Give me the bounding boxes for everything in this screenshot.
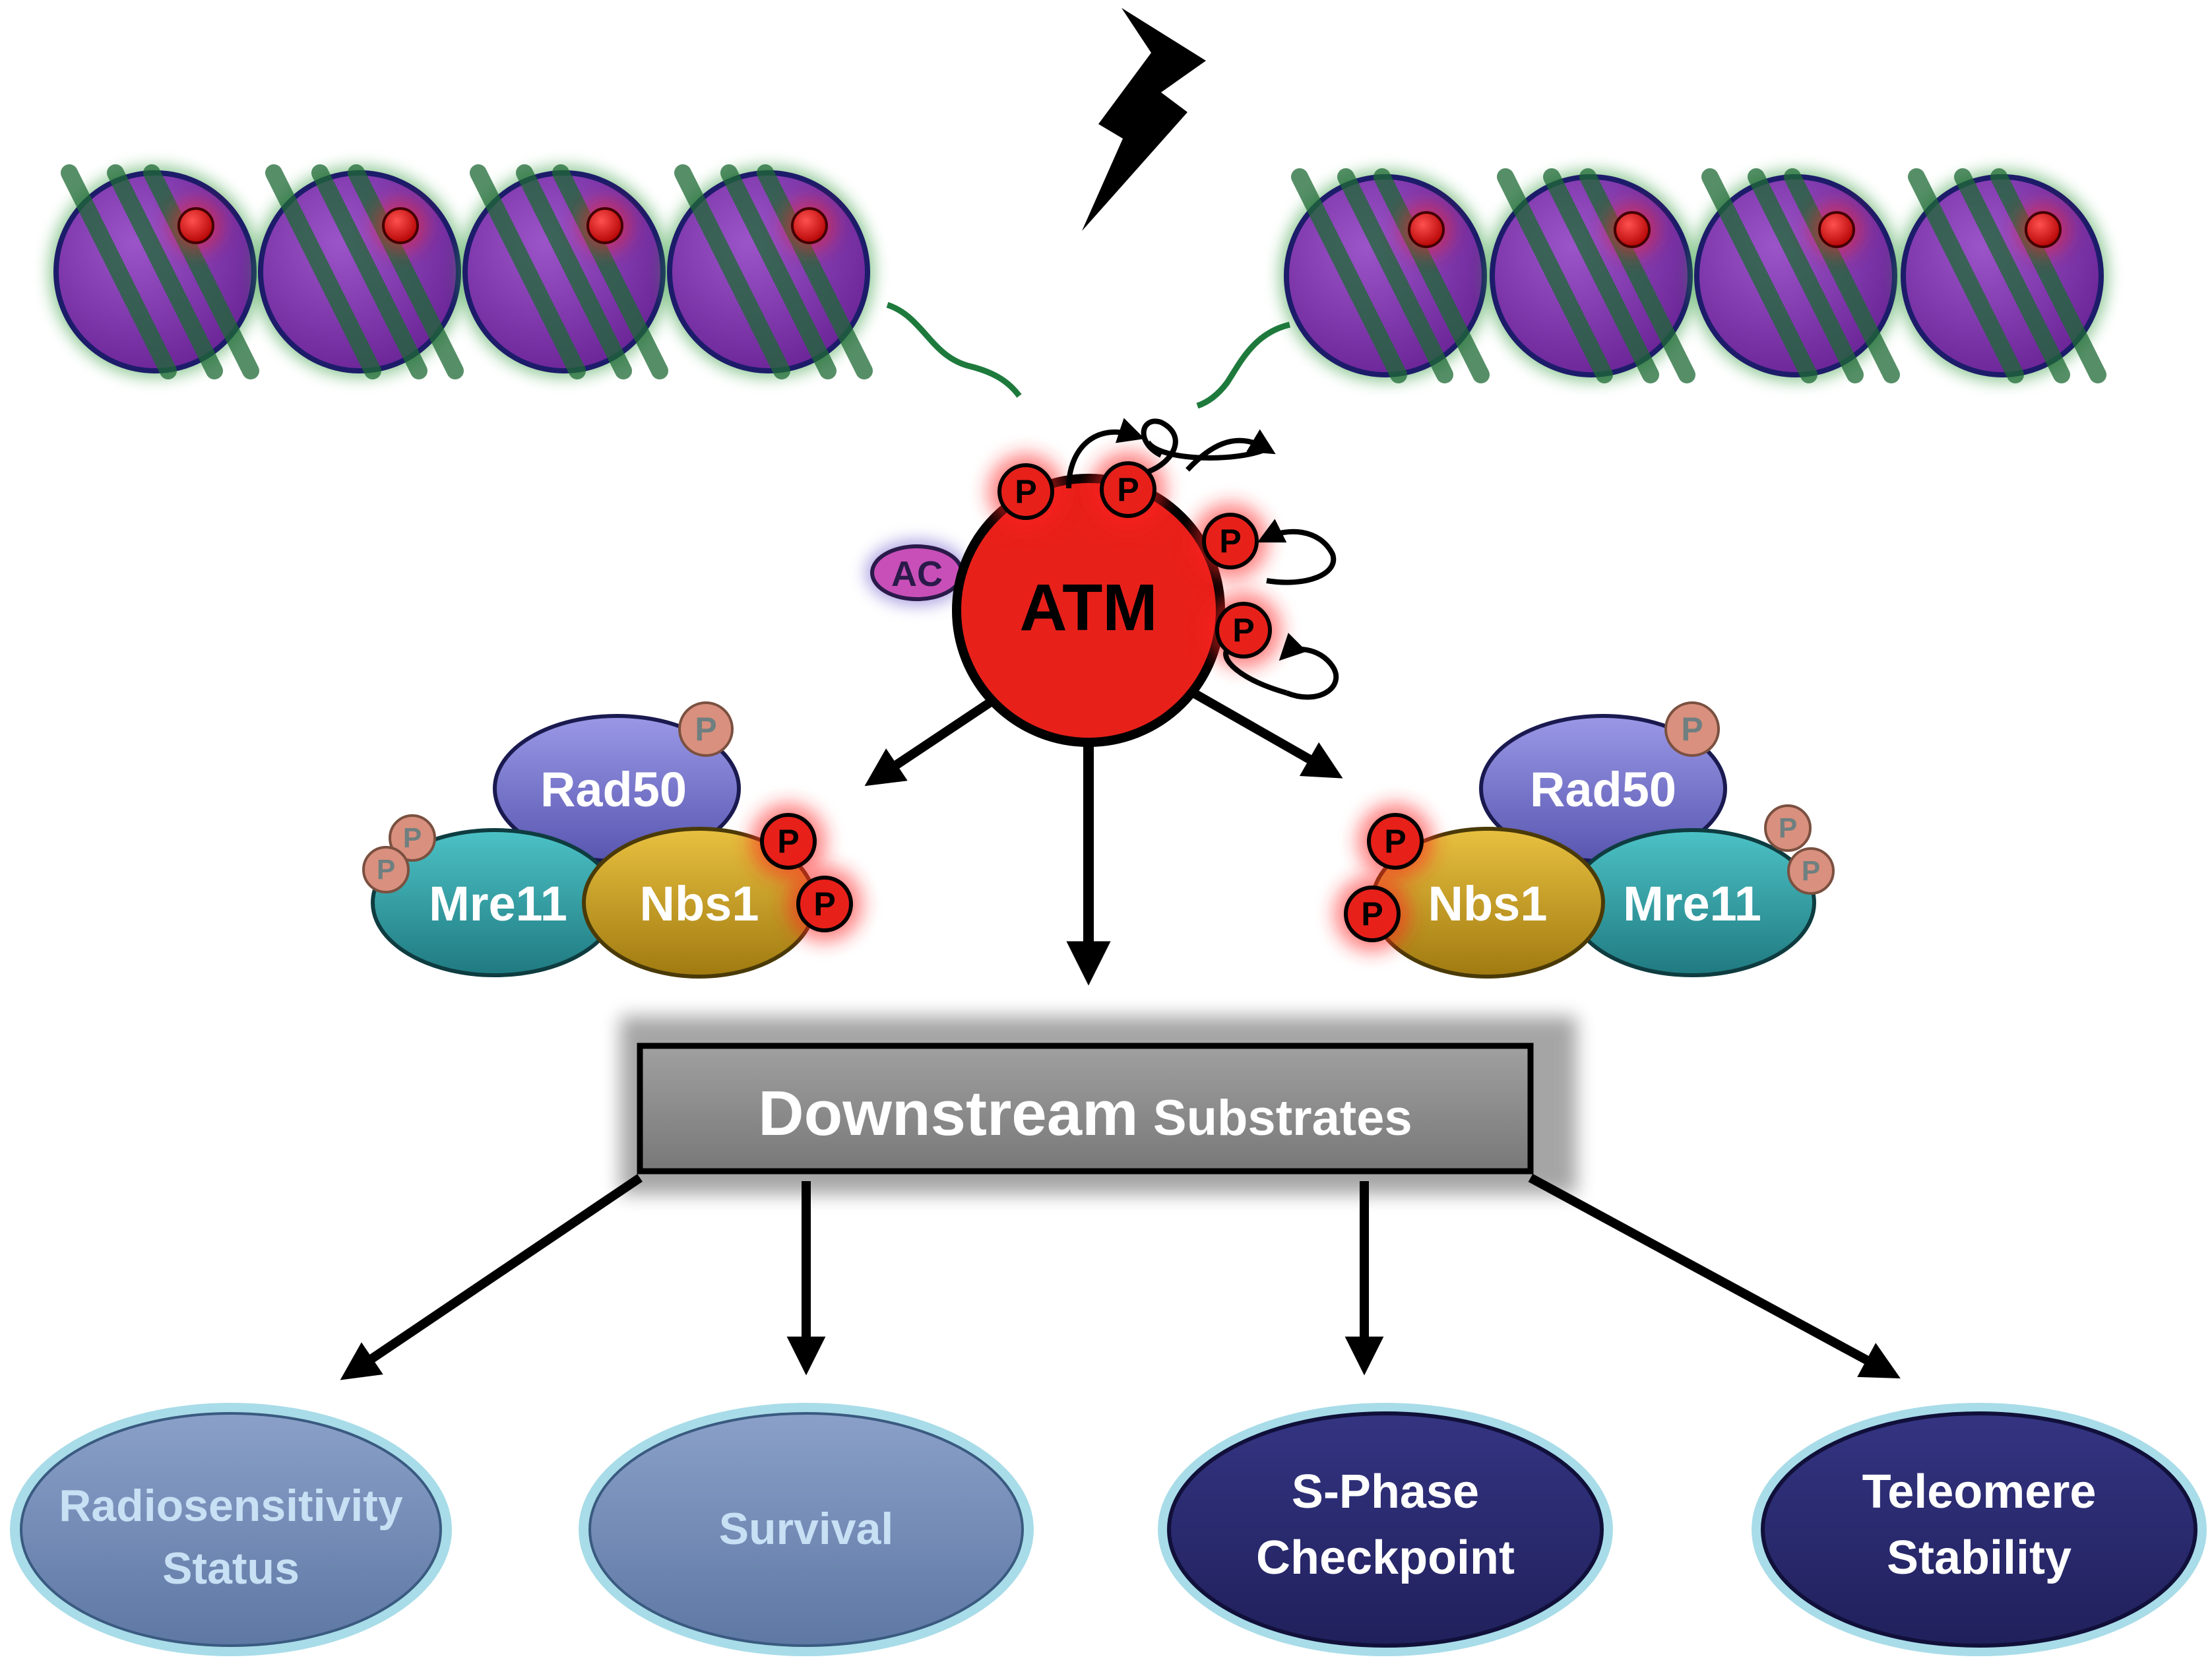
outcome-survival-line1: Survival: [719, 1504, 894, 1554]
arrow-atm-to-mrn-right: [1185, 685, 1343, 779]
nucleosome-right-2: [1486, 168, 1697, 383]
outcome-telomere-line2: Stability: [1887, 1531, 2071, 1584]
autophosphorylation-arrows: [1066, 418, 1339, 700]
rad50-right-phospho: P: [1664, 701, 1720, 757]
nbs1-left-phospho-1: P: [750, 803, 827, 880]
mre11-left-phospho-1: P: [389, 814, 436, 862]
atm-label: ATM: [1019, 571, 1157, 645]
dna-end-right: [1196, 321, 1291, 409]
outcome-s-phase-line2: Checkpoint: [1256, 1531, 1515, 1584]
svg-text:P: P: [1219, 523, 1241, 560]
outcome-s-phase-checkpoint: S-Phase Checkpoint: [1158, 1403, 1613, 1656]
rad50-right-label: Rad50: [1530, 762, 1676, 817]
histone-mark: [1408, 211, 1445, 248]
svg-text:P: P: [1779, 813, 1797, 844]
atm-phospho-3: P: [1192, 503, 1269, 579]
histone-mark: [1818, 211, 1855, 248]
histone-mark: [382, 207, 419, 244]
svg-text:P: P: [403, 823, 422, 854]
mre11-right-phospho-2: P: [1787, 847, 1835, 895]
downstream-label: Downstream Substrates: [758, 1078, 1412, 1149]
mre11-right-label: Mre11: [1623, 876, 1761, 931]
svg-text:P: P: [813, 886, 835, 922]
dna-end-left: [886, 302, 1022, 398]
rad50-left-phospho: P: [678, 701, 734, 757]
nbs1-right-label: Nbs1: [1428, 876, 1548, 931]
svg-text:P: P: [1117, 471, 1139, 508]
mre11-left-label: Mre11: [429, 876, 567, 931]
outcome-telomere-stability: Teleomere Stability: [1752, 1403, 2207, 1656]
svg-text:P: P: [377, 854, 395, 886]
histone-mark: [2025, 211, 2062, 248]
mrn-complex-right: Rad50 Mre11 Nbs1: [1370, 714, 1816, 979]
nucleosome-right-3: [1690, 168, 1901, 383]
atm-phospho-4: P: [1205, 592, 1282, 668]
nucleosome-right-4: [1897, 168, 2108, 383]
outcome-telomere-line1: Teleomere: [1862, 1466, 2097, 1518]
nucleosome-left-2: [254, 164, 465, 379]
downstream-substrates: Downstream Substrates: [620, 1016, 1577, 1194]
histone-mark: [791, 207, 828, 244]
mrn-complex-left: Rad50 Mre11 Nbs1: [371, 714, 817, 979]
svg-text:P: P: [1015, 473, 1036, 510]
outcome-radiosensitivity-line2: Status: [162, 1543, 300, 1594]
atm-phospho-2: P: [1090, 451, 1166, 528]
lightning-bolt-icon: [1082, 8, 1206, 231]
svg-text:P: P: [777, 823, 799, 860]
nbs1-right-phospho-2: P: [1334, 876, 1410, 952]
atm-phospho-sites: P P P P: [988, 451, 1282, 668]
chromatin-left: [49, 164, 874, 379]
histone-mark: [1614, 211, 1651, 248]
mre11-right-phospho-1: P: [1764, 804, 1812, 852]
nbs1-right-phospho-1: P: [1357, 803, 1434, 880]
svg-text:P: P: [695, 711, 716, 748]
nbs1-left-label: Nbs1: [640, 876, 759, 931]
outcome-survival: Survival: [579, 1403, 1034, 1656]
mre11-left-phospho-2: P: [362, 846, 410, 893]
svg-text:P: P: [1384, 823, 1406, 860]
outcome-s-phase-line1: S-Phase: [1292, 1466, 1479, 1518]
outcome-radiosensitivity-line1: Radiosensitivity: [59, 1481, 403, 1531]
downstream-box: [637, 1043, 1534, 1175]
rad50-left-label: Rad50: [540, 762, 687, 817]
outcome-radiosensitivity: Radiosensitivity Status: [10, 1403, 452, 1656]
atm-phospho-1: P: [988, 453, 1064, 530]
arrow-to-telomere: [1528, 1173, 1901, 1379]
nucleosome-left-3: [458, 164, 670, 379]
histone-mark: [586, 207, 623, 244]
nucleosome-left-4: [663, 164, 874, 379]
atm-complex: AC ATM P P P P: [866, 418, 1339, 747]
nucleosome-right-1: [1280, 168, 1491, 383]
svg-text:P: P: [1232, 612, 1254, 649]
nbs1-left-phospho-2: P: [786, 866, 863, 942]
acetylation-label: AC: [891, 554, 943, 594]
nucleosome-left-1: [49, 164, 261, 379]
svg-text:P: P: [1802, 856, 1820, 887]
histone-mark: [177, 207, 214, 244]
arrow-to-radiosensitivity: [340, 1174, 643, 1380]
chromatin-right: [1280, 168, 2108, 383]
svg-text:P: P: [1681, 711, 1703, 748]
svg-text:P: P: [1361, 895, 1383, 932]
